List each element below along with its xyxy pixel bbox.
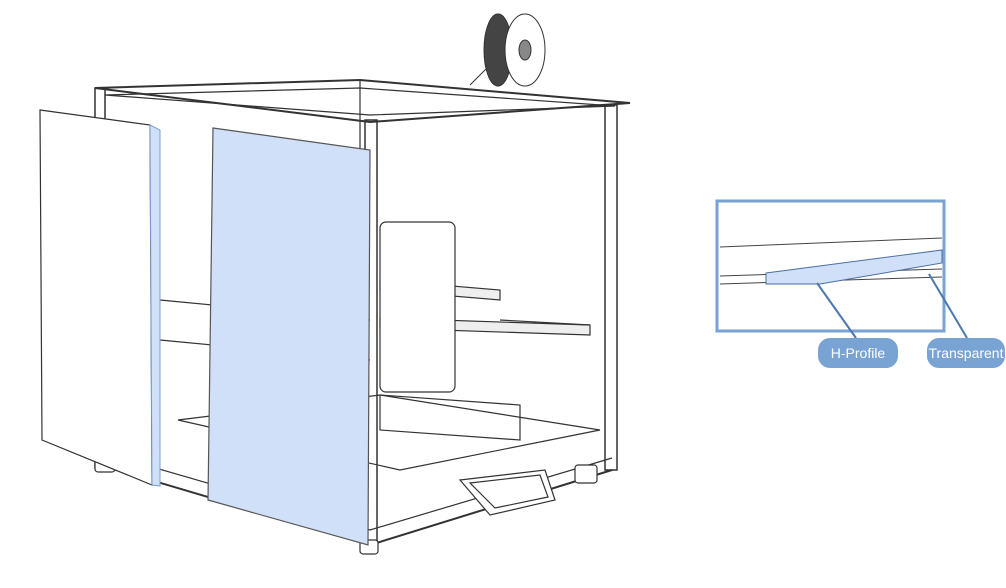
- left-door-panel: [39, 109, 161, 487]
- h-profile-leader: [816, 282, 857, 339]
- transparent-label: Transparent: [927, 338, 1005, 368]
- transparent-leader: [928, 273, 968, 339]
- h-profile-shape: [765, 249, 943, 285]
- right-door-panel: [207, 127, 371, 546]
- printer-frame: [94, 78, 631, 555]
- detail-inset: [715, 199, 968, 339]
- h-profile-label: H-Profile: [818, 338, 898, 368]
- filament-spool: [469, 13, 546, 87]
